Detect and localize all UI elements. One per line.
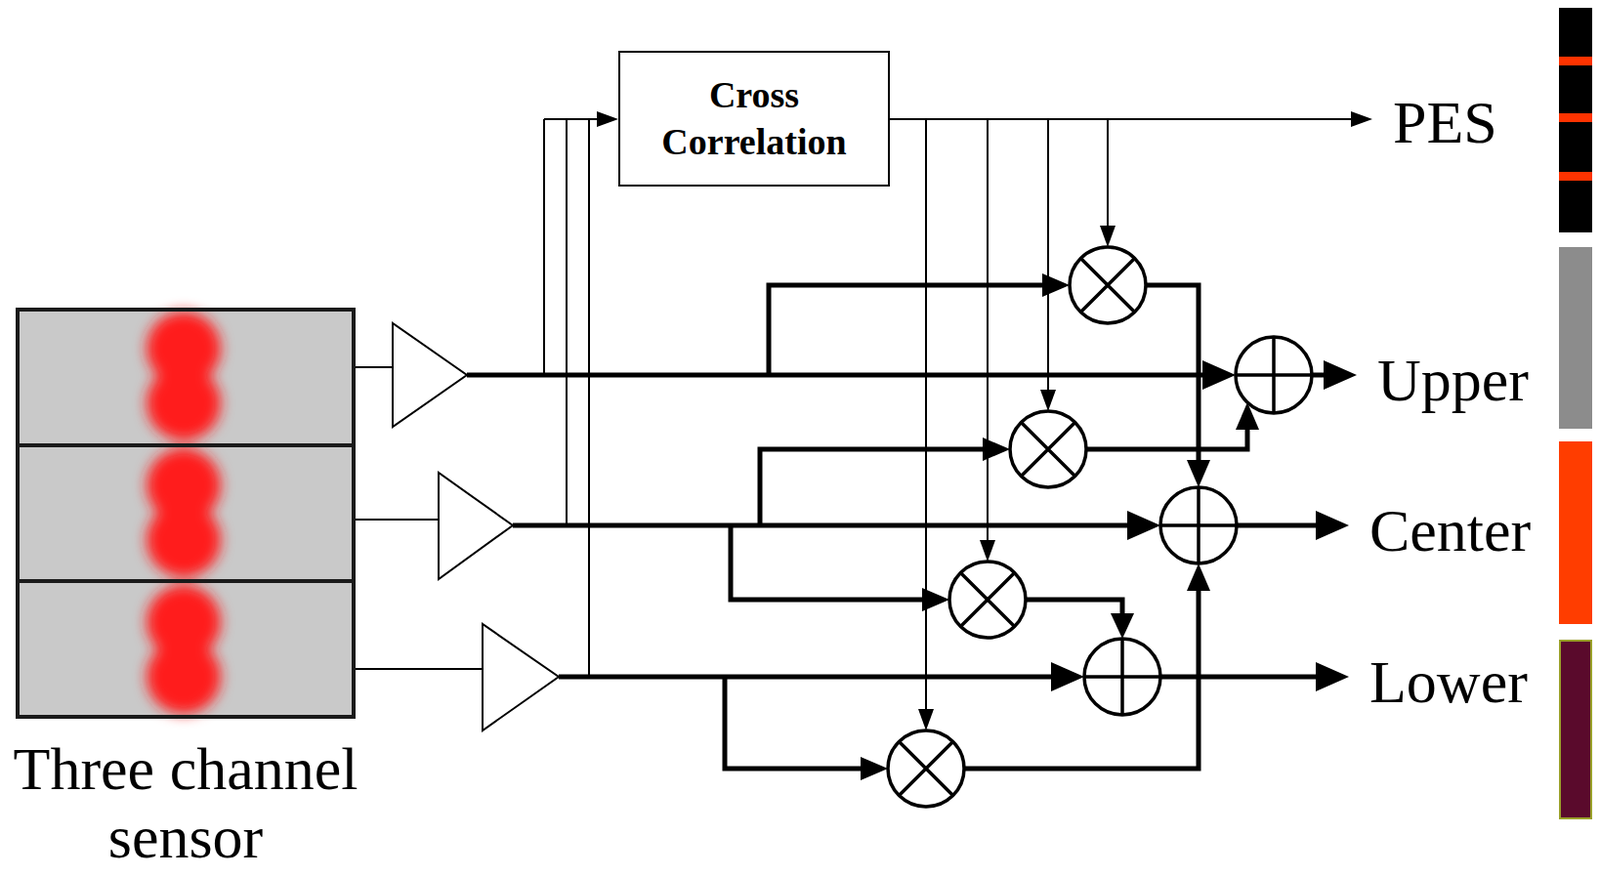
thin-arrowheads <box>596 111 1373 731</box>
signal-wire <box>558 674 1053 680</box>
light-spots <box>146 311 221 715</box>
signal-wire <box>1311 373 1326 379</box>
operators <box>887 247 1312 807</box>
arrowhead <box>1099 225 1116 248</box>
sensor-label: Three channel sensor <box>1 734 370 872</box>
legend-swatch <box>1558 639 1593 820</box>
arrowhead <box>1202 360 1236 390</box>
arrowhead <box>1315 510 1349 541</box>
thick-arrowheads <box>860 273 1357 781</box>
arrowhead <box>1186 460 1211 488</box>
signal-wire <box>759 449 985 526</box>
signal-wire <box>1086 427 1248 450</box>
box-label: Cross Correlation <box>641 72 867 166</box>
adder-symbol <box>1084 638 1161 716</box>
pes-wire <box>889 118 1353 121</box>
multiplier-symbol <box>1069 247 1146 324</box>
arrowhead <box>922 588 950 612</box>
light-spot <box>146 366 221 441</box>
multiplier-symbol <box>1010 411 1087 488</box>
thick-wires <box>466 285 1326 769</box>
signal-wire <box>730 525 925 600</box>
multiplier-symbol <box>949 561 1026 638</box>
light-spot <box>146 639 221 715</box>
output-label: Lower <box>1369 647 1528 716</box>
gain-tap-wire <box>926 119 1108 712</box>
pes-bar <box>1558 7 1593 233</box>
adder-symbol <box>1235 336 1312 414</box>
signal-wire <box>768 285 1045 376</box>
pes-bar-stripe <box>1558 113 1593 123</box>
arrowhead <box>918 709 934 731</box>
arrowhead <box>1110 613 1135 639</box>
pes-bar-stripe <box>1558 56 1593 66</box>
signal-wire <box>724 676 863 769</box>
signal-wire <box>1160 674 1318 680</box>
output-label: Center <box>1369 496 1531 565</box>
multiplier-symbol <box>887 730 965 807</box>
arrowhead <box>982 437 1011 462</box>
arrowhead <box>1042 273 1070 297</box>
sensor-ground <box>15 307 356 719</box>
output-label: PES <box>1392 87 1498 157</box>
arrowhead <box>979 540 996 562</box>
arrowhead <box>860 757 888 781</box>
amplifier-symbol <box>438 472 513 580</box>
process-box: Cross Correlation <box>618 50 890 187</box>
signal-wire <box>1025 599 1123 616</box>
correlation-input-wire <box>544 119 599 677</box>
amplifier-symbol <box>482 624 559 731</box>
sensor-array: Three channel sensor <box>15 307 356 719</box>
adder-symbol <box>1160 487 1237 564</box>
sensor-illustration <box>15 307 356 719</box>
arrowhead <box>1051 662 1085 692</box>
pes-bar-stripe <box>1558 171 1593 181</box>
channel-divider <box>15 445 356 582</box>
pes-bar-ground <box>1558 7 1593 233</box>
arrowhead <box>1315 662 1349 692</box>
light-spot <box>146 503 221 578</box>
legend-swatch <box>1558 247 1593 429</box>
output-label: Upper <box>1377 345 1529 415</box>
amplifiers <box>392 323 559 731</box>
arrowhead <box>1350 111 1373 127</box>
thin-wires <box>355 119 1353 712</box>
signal-wire <box>512 523 1130 529</box>
arrowhead <box>1127 510 1161 541</box>
signal-wire <box>1236 523 1318 529</box>
arrowhead <box>1323 360 1357 390</box>
arrowhead <box>1040 389 1056 412</box>
legend-swatch <box>1558 441 1593 625</box>
amplifier-symbol <box>392 323 467 427</box>
arrowhead <box>596 111 619 127</box>
signal-wire <box>1145 285 1199 463</box>
signal-wire <box>466 373 1205 379</box>
arrowhead <box>1186 563 1211 591</box>
